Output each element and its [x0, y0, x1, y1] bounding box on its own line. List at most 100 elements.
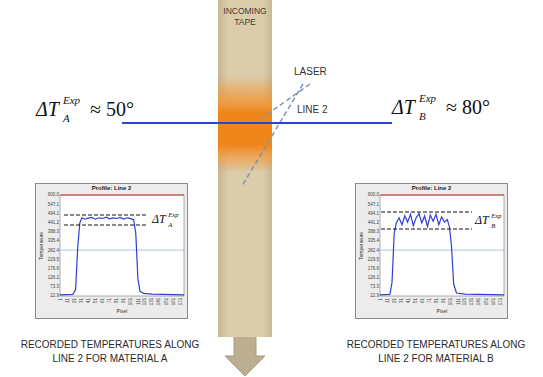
- plot-area: [380, 195, 504, 296]
- delta-symbol: ΔT: [392, 96, 415, 119]
- axis-tick: 91: [441, 298, 446, 303]
- reference-line: [60, 250, 184, 251]
- axis-tick: 101: [128, 298, 133, 306]
- axis-tick: 21: [72, 298, 77, 303]
- axis-tick: 161: [491, 298, 496, 306]
- axis-tick: 229.5: [48, 257, 59, 262]
- delta-marker-line: [64, 225, 148, 226]
- axis-tick: 11: [64, 298, 69, 303]
- axis-tick: 73.3: [370, 284, 379, 289]
- axis-tick: 81: [434, 298, 439, 303]
- axis-tick: 41: [86, 298, 91, 303]
- upper-limit-line: [60, 195, 184, 196]
- axis-tick: 131: [150, 298, 155, 306]
- superscript: Exp: [63, 94, 80, 107]
- axis-tick: 51: [413, 298, 418, 303]
- axis-tick: 161: [171, 298, 176, 306]
- axis-tick: 111: [455, 298, 460, 305]
- subscript: A: [167, 221, 173, 229]
- reference-line: [380, 250, 504, 251]
- delta-marker-line: [64, 215, 148, 216]
- caption-text: RECORDED TEMPERATURES ALONG LINE 2 FOR M…: [12, 338, 208, 365]
- upper-limit-line: [380, 195, 504, 196]
- axis-tick: 547.1: [368, 202, 379, 207]
- axis-tick: 41: [406, 298, 411, 303]
- tape-label: INCOMING TAPE: [218, 6, 272, 28]
- axis-tick: 151: [484, 298, 489, 306]
- axis-tick: 71: [427, 298, 432, 303]
- axis-tick: 31: [79, 298, 84, 303]
- axis-tick: 111: [135, 298, 140, 305]
- chart-title: Profile: Line 2: [36, 185, 187, 192]
- axis-title: Temperature: [359, 232, 365, 260]
- axis-tick: 61: [100, 298, 105, 303]
- delta-symbol: ΔT: [151, 213, 167, 227]
- axis-tick: 335.4: [368, 238, 379, 243]
- axis-tick: 494.1: [48, 211, 59, 216]
- axis-tick: 441.2: [48, 220, 59, 225]
- axis-tick: 51: [93, 298, 98, 303]
- plot-area: [60, 195, 184, 296]
- axis-tick: 388.3: [368, 229, 379, 234]
- axis-tick: 61: [420, 298, 425, 303]
- axis-tick: 81: [114, 298, 119, 303]
- delta-marker-line: [381, 212, 472, 213]
- axis-tick: 22.9: [50, 293, 59, 298]
- axis-tick: 141: [157, 298, 162, 306]
- profile-chart: Profile: Line 2TemperaturePixel600.0547.…: [355, 183, 508, 319]
- axis-tick: 101: [448, 298, 453, 306]
- subscript: B: [419, 110, 426, 123]
- temperature-curve: [60, 217, 184, 295]
- measurement-line: [122, 122, 392, 124]
- delta-symbol: ΔT: [36, 98, 59, 121]
- laser-label: LASER: [293, 66, 328, 78]
- axis-tick: 126.2: [368, 275, 379, 280]
- axis-tick: 176.6: [48, 266, 59, 271]
- axis-tick: 388.3: [48, 229, 59, 234]
- axis-tick: 600.0: [48, 192, 59, 197]
- axis-tick: 71: [107, 298, 112, 303]
- axis-tick: 126.2: [48, 275, 59, 280]
- axis-title: Temperature: [39, 232, 45, 260]
- axis-tick: 11: [384, 298, 389, 303]
- axis-tick: 600.0: [368, 192, 379, 197]
- delta-symbol: ΔT: [474, 214, 490, 228]
- axis-tick: 1: [377, 298, 382, 301]
- heated-zone-art: [218, 0, 272, 337]
- axis-tick: 494.1: [368, 211, 379, 216]
- axis-tick: 121: [142, 298, 147, 306]
- delta-marker-line: [381, 229, 472, 230]
- temperature-curve: [380, 214, 504, 295]
- subscript: A: [63, 112, 70, 125]
- axis-tick: 171: [498, 298, 503, 306]
- subscript: B: [490, 222, 496, 230]
- axis-tick: 131: [470, 298, 475, 306]
- axis-tick: 335.4: [48, 238, 59, 243]
- axis-tick: 282.4: [368, 248, 379, 253]
- line-label: LINE 2: [296, 104, 329, 116]
- axis-tick: 176.6: [368, 266, 379, 271]
- chart-title: Profile: Line 2: [356, 185, 507, 192]
- axis-title: Pixel: [60, 309, 184, 315]
- axis-tick: 22.9: [370, 293, 379, 298]
- axis-tick: 21: [392, 298, 397, 303]
- axis-tick: 151: [164, 298, 169, 306]
- axis-tick: 73.3: [50, 284, 59, 289]
- delta-value: ≈ 50°: [90, 98, 134, 121]
- axis-tick: 282.4: [48, 248, 59, 253]
- superscript: Exp: [167, 211, 179, 219]
- delta-value: ≈ 80°: [446, 96, 490, 119]
- axis-tick: 31: [399, 298, 404, 303]
- axis-tick: 171: [178, 298, 183, 306]
- axis-tick: 121: [462, 298, 467, 306]
- axis-tick: 141: [477, 298, 482, 306]
- feed-direction-arrow: [225, 336, 265, 376]
- axis-tick: 1: [57, 298, 62, 301]
- axis-tick: 91: [121, 298, 126, 303]
- axis-tick: 441.2: [368, 220, 379, 225]
- superscript: Exp: [419, 92, 436, 105]
- incoming-tape: INCOMING TAPE: [218, 0, 272, 337]
